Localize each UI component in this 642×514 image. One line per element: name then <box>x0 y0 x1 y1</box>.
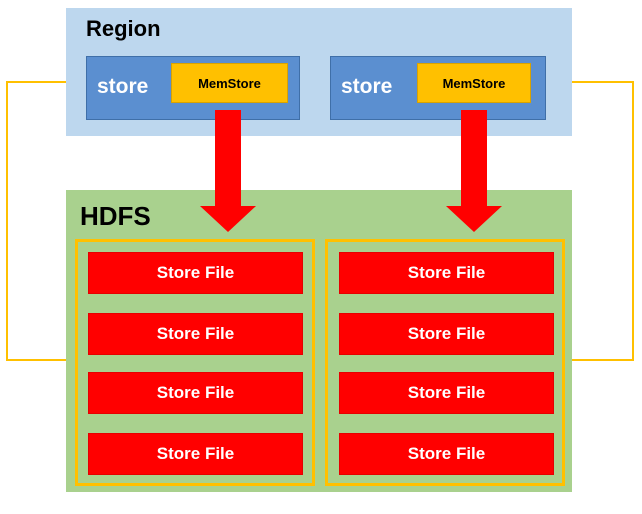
store-file-right-3: Store File <box>339 372 554 414</box>
store-file-group-left <box>75 239 315 486</box>
connector-left-bottom <box>6 359 74 361</box>
store-label-left: store <box>97 75 149 98</box>
store-file-right-4: Store File <box>339 433 554 475</box>
store-file-left-1: Store File <box>88 252 303 294</box>
store-file-left-4: Store File <box>88 433 303 475</box>
flush-arrow-right-icon <box>446 110 502 232</box>
hdfs-title: HDFS <box>80 201 151 231</box>
memstore-right: MemStore <box>417 63 531 103</box>
arrow-left-head <box>200 206 256 232</box>
connector-right-vertical <box>632 81 634 361</box>
store-file-right-1: Store File <box>339 252 554 294</box>
arrow-right-head <box>446 206 502 232</box>
arrow-right-shaft <box>461 110 487 206</box>
connector-left-top <box>6 81 86 83</box>
memstore-left: MemStore <box>171 63 288 103</box>
store-file-left-3: Store File <box>88 372 303 414</box>
connector-right-bottom <box>562 359 634 361</box>
store-box-left: store MemStore <box>86 56 300 120</box>
flush-arrow-left-icon <box>200 110 256 232</box>
store-file-left-2: Store File <box>88 313 303 355</box>
store-file-group-right <box>325 239 565 486</box>
connector-right-top <box>546 81 634 83</box>
store-box-right: store MemStore <box>330 56 546 120</box>
connector-left-vertical <box>6 81 8 361</box>
store-label-right: store <box>341 75 393 98</box>
arrow-left-shaft <box>215 110 241 206</box>
region-title: Region <box>86 16 161 41</box>
store-file-right-2: Store File <box>339 313 554 355</box>
